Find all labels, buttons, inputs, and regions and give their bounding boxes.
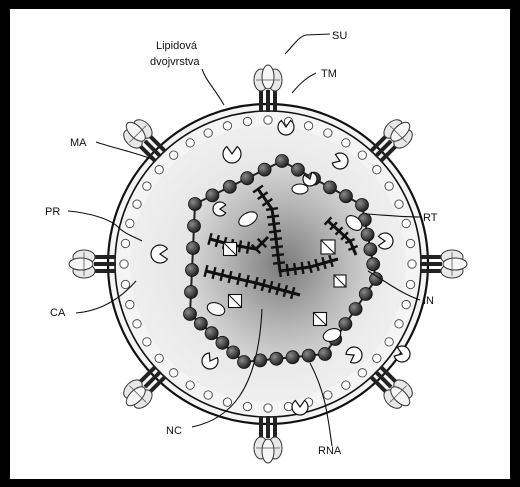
rna-rung [266, 208, 278, 210]
label-ca: CA [50, 307, 66, 319]
capsid-bead [349, 303, 362, 316]
label-tm: TM [321, 68, 337, 80]
capsid-bead [184, 308, 197, 321]
matrix-dot [385, 338, 393, 346]
matrix-dot [120, 260, 128, 268]
matrix-dot [121, 280, 129, 288]
label-in: IN [423, 295, 434, 307]
matrix-dot [324, 129, 332, 137]
capsid-bead [205, 327, 218, 340]
capsid-bead [302, 349, 315, 362]
matrix-dot [170, 151, 178, 159]
capsid-bead [185, 286, 198, 299]
virion-diagram: Lipidová dvojvrstva SU TM MA PR CA RT IN… [10, 9, 510, 479]
matrix-dot [373, 354, 381, 362]
matrix-dot [264, 116, 272, 124]
matrix-dot [243, 402, 251, 410]
label-lipid-bilayer-2: dvojvrstva [150, 56, 200, 68]
rna-rung [302, 262, 304, 274]
matrix-dot [402, 219, 410, 227]
rna-rung [269, 231, 281, 233]
capsid-bead [216, 336, 229, 349]
matrix-dot [358, 369, 366, 377]
label-nc: NC [166, 425, 182, 437]
matrix-dot [223, 122, 231, 130]
matrix-dot [126, 219, 134, 227]
rna-rung [268, 223, 280, 225]
capsid-bead [188, 220, 201, 233]
capsid-bead [241, 172, 254, 185]
label-su: SU [332, 30, 347, 42]
matrix-dot [406, 239, 414, 247]
rna-rung [294, 263, 296, 275]
matrix-dot [155, 166, 163, 174]
rna-rung [279, 265, 281, 277]
capsid-bead [186, 264, 199, 277]
capsid-bead [340, 190, 353, 203]
label-pr: PR [45, 206, 60, 218]
matrix-dot [406, 280, 414, 288]
matrix-dot [133, 320, 141, 328]
capsid-bead [356, 199, 369, 212]
matrix-dot [204, 129, 212, 137]
matrix-dot [408, 260, 416, 268]
rna-rung [273, 262, 285, 263]
matrix-dot [402, 300, 410, 308]
matrix-dot [395, 200, 403, 208]
matrix-dot [121, 239, 129, 247]
rna-rung [272, 254, 284, 255]
matrix-dot [342, 139, 350, 147]
capsid-bead [367, 258, 380, 271]
capsid-bead [270, 352, 283, 365]
label-ma: MA [70, 137, 87, 149]
matrix-dot [358, 151, 366, 159]
capsid-bead [319, 348, 332, 361]
matrix-dot [170, 369, 178, 377]
label-rt: RT [423, 212, 438, 224]
capsid-bead [359, 288, 372, 301]
rna-rung [271, 246, 283, 247]
label-lipid-bilayer-1: Lipidová [156, 40, 198, 52]
capsid-bead [223, 180, 236, 193]
capsid-bead [339, 318, 352, 331]
rna-rung [287, 264, 289, 276]
matrix-dot [155, 354, 163, 362]
enzyme-glyph [292, 184, 308, 194]
matrix-dot [342, 381, 350, 389]
rna-rung [270, 238, 282, 239]
label-rna: RNA [318, 445, 342, 457]
matrix-dot [143, 338, 151, 346]
matrix-dot [133, 200, 141, 208]
matrix-dot [304, 122, 312, 130]
matrix-dot [324, 391, 332, 399]
matrix-dot [126, 300, 134, 308]
matrix-dot [204, 391, 212, 399]
capsid-bead [187, 242, 200, 255]
matrix-dot [186, 139, 194, 147]
capsid-bead [194, 317, 207, 330]
virion-svg: Lipidová dvojvrstva SU TM MA PR CA RT IN… [10, 9, 510, 479]
matrix-dot [223, 398, 231, 406]
capsid-bead [276, 155, 289, 168]
matrix-dot [186, 381, 194, 389]
matrix-dot [385, 182, 393, 190]
capsid-bead [258, 163, 271, 176]
capsid-bead [227, 346, 240, 359]
capsid-bead [286, 351, 299, 364]
capsid-bead [292, 163, 305, 176]
capsid-bead [361, 228, 374, 241]
capsid-bead [189, 198, 202, 211]
capsid-bead [238, 356, 251, 369]
matrix-dot [395, 320, 403, 328]
capsid-bead [364, 243, 377, 256]
matrix-dot [373, 166, 381, 174]
capsid-bead [324, 181, 337, 194]
matrix-dot [264, 404, 272, 412]
capsid-bead [206, 189, 219, 202]
rna-rung [267, 216, 279, 218]
matrix-dot [143, 182, 151, 190]
matrix-dot [243, 117, 251, 125]
